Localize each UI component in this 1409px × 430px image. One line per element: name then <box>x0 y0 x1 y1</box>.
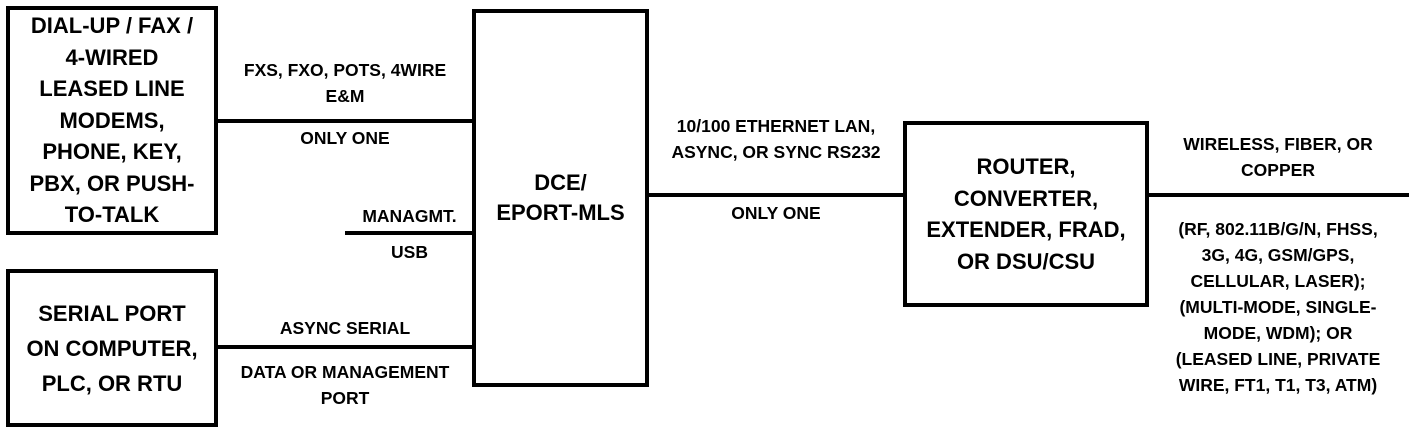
label-line: DATA OR MANAGEMENT <box>240 362 450 382</box>
label-line: WIRELESS, FIBER, OR <box>1183 134 1373 154</box>
box-text: SERIAL PORT <box>38 300 186 326</box>
box-text: CONVERTER, <box>953 185 1099 211</box>
label-line: E&M <box>325 86 365 106</box>
management-label: MANAGMT. <box>345 203 474 229</box>
label-line: ONLY ONE <box>300 128 390 148</box>
box-text: MODEMS, <box>59 107 165 133</box>
serial-link-label: ASYNC SERIAL <box>216 315 474 341</box>
label-line: (RF, 802.11B/G/N, FHSS, <box>1178 219 1378 239</box>
label-line: 10/100 ETHERNET LAN, <box>676 116 876 136</box>
label-line: (MULTI-MODE, SINGLE- <box>1179 297 1377 317</box>
modem-link-label: FXS, FXO, POTS, 4WIRE E&M <box>216 57 474 109</box>
box-text: EXTENDER, FRAD, <box>926 217 1126 242</box>
lan-link-count-label: ONLY ONE <box>647 200 905 226</box>
box-text: ON COMPUTER, <box>26 335 198 361</box>
wan-link-media-label: (RF, 802.11B/G/N, FHSS, 3G, 4G, GSM/GPS,… <box>1147 216 1409 398</box>
modem-to-dce-line <box>216 119 474 123</box>
modem-link-count-label: ONLY ONE <box>216 125 474 151</box>
label-line: FXS, FXO, POTS, 4WIRE <box>243 60 447 80</box>
label-line: ONLY ONE <box>731 203 821 223</box>
box-text: EPORT-MLS <box>496 200 625 225</box>
serial-link-sub-label: DATA OR MANAGEMENT PORT <box>216 359 474 411</box>
box-text: PHONE, KEY, <box>42 139 182 165</box>
box-text: ROUTER, <box>976 154 1076 179</box>
box-text: PLC, OR RTU <box>41 370 183 396</box>
label-line: MANAGMT. <box>362 206 457 226</box>
box-text: TO-TALK <box>64 202 160 228</box>
wan-link-label: WIRELESS, FIBER, OR COPPER <box>1147 131 1409 183</box>
dce-to-router-line <box>647 193 905 197</box>
label-line: PORT <box>320 388 370 408</box>
lan-link-label: 10/100 ETHERNET LAN, ASYNC, OR SYNC RS23… <box>647 113 905 165</box>
label-line: (LEASED LINE, PRIVATE <box>1175 349 1381 369</box>
label-line: 3G, 4G, GSM/GPS, <box>1201 245 1355 265</box>
dce-eport-mls-box: DCE/ EPORT-MLS <box>472 9 649 387</box>
box-text: PBX, OR PUSH- <box>29 170 195 196</box>
label-line: WIRE, FT1, T1, T3, ATM) <box>1178 375 1378 395</box>
serial-port-box: SERIAL PORT ON COMPUTER, PLC, OR RTU <box>6 269 218 427</box>
serial-to-dce-line <box>216 345 474 349</box>
usb-management-line <box>345 231 474 235</box>
box-text: 4-WIRED <box>65 44 159 70</box>
usb-label: USB <box>345 239 474 265</box>
label-line: COPPER <box>1241 160 1315 180</box>
box-text: LEASED LINE <box>39 76 185 102</box>
label-line: USB <box>391 242 428 262</box>
router-to-wan-line <box>1147 193 1409 197</box>
box-text: OR DSU/CSU <box>956 248 1096 274</box>
label-line: ASYNC SERIAL <box>279 318 411 338</box>
box-text: DCE/ <box>534 170 587 195</box>
box-text: DIAL-UP / FAX / <box>30 13 194 39</box>
label-line: CELLULAR, LASER); <box>1190 271 1366 291</box>
router-box: ROUTER, CONVERTER, EXTENDER, FRAD, OR DS… <box>903 121 1149 307</box>
label-line: ASYNC, OR SYNC RS232 <box>671 142 881 162</box>
modems-box: DIAL-UP / FAX / 4-WIRED LEASED LINE MODE… <box>6 6 218 235</box>
label-line: MODE, WDM); OR <box>1203 323 1353 343</box>
